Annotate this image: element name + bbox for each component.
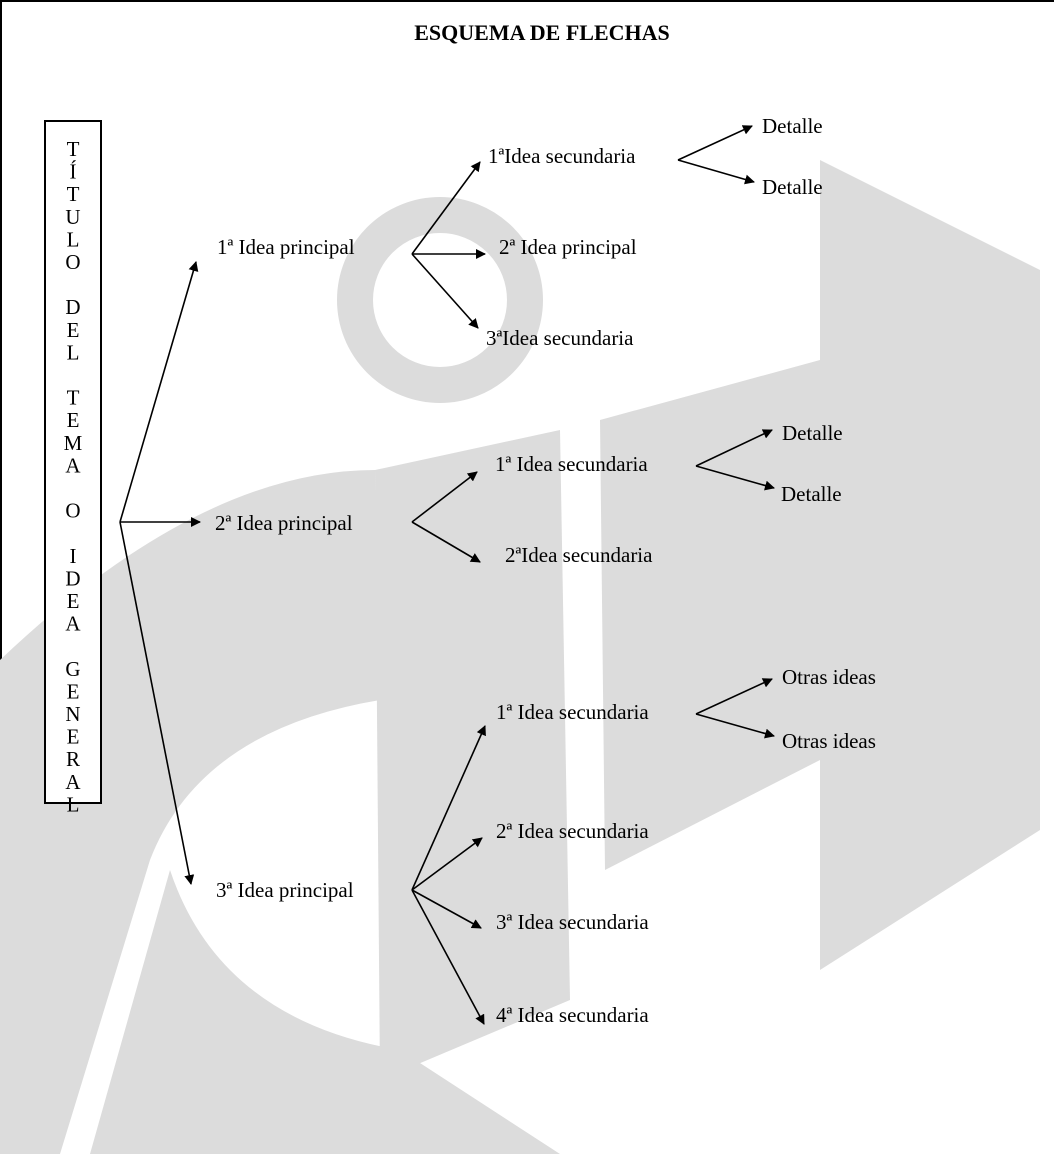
- root-title-letter: Í: [70, 160, 77, 184]
- node-p3-secondary-3: 3ª Idea secundaria: [496, 910, 649, 934]
- root-title-letter: L: [67, 340, 80, 364]
- root-title-letter: E: [67, 679, 80, 703]
- root-title-letter: L: [67, 227, 80, 251]
- arrow-root-p3: [119, 521, 195, 885]
- node-p1-secondary-1: 1ªIdea secundaria: [488, 144, 636, 168]
- root-title-letter: G: [65, 657, 80, 681]
- root-title-letter: T: [67, 386, 80, 410]
- arrow-p1s1-d1: [677, 125, 753, 161]
- node-p2-secondary-2: 2ªIdea secundaria: [505, 543, 653, 567]
- root-title-letter: A: [65, 453, 81, 477]
- arrow-root-p1: [119, 261, 199, 523]
- node-p3s1-other-1: Otras ideas: [782, 665, 876, 689]
- root-title-letter: A: [65, 612, 81, 636]
- root-title-letter: U: [65, 205, 80, 229]
- root-title-letter: O: [65, 250, 80, 274]
- arrow-p3-s4: [411, 889, 485, 1025]
- arrows: [119, 125, 775, 1025]
- arrow-p1-s1: [411, 161, 481, 255]
- arrow-p2s1-d2: [695, 465, 775, 491]
- arrow-p2-s2: [411, 521, 481, 563]
- node-p1-secondary-3: 3ªIdea secundaria: [486, 326, 634, 350]
- node-p2-secondary-1: 1ª Idea secundaria: [495, 452, 648, 476]
- node-p3s1-other-2: Otras ideas: [782, 729, 876, 753]
- root-title-letter: T: [67, 182, 80, 206]
- arrow-p2-s1: [411, 471, 478, 523]
- arrow-p3-s2: [411, 837, 483, 891]
- arrow-p2s1-d1: [695, 429, 773, 467]
- arrow-p3-s1: [411, 725, 486, 891]
- watermark-h: [600, 160, 1040, 970]
- node-principal-2: 2ª Idea principal: [215, 511, 353, 535]
- root-title-letter: E: [67, 589, 80, 613]
- root-title-letter: L: [67, 792, 80, 816]
- node-principal-3: 3ª Idea principal: [216, 878, 354, 902]
- root-title-letter: O: [65, 499, 80, 523]
- node-p2s1-detail-1: Detalle: [782, 421, 843, 445]
- root-title-letter: D: [65, 566, 80, 590]
- root-title-letter: E: [67, 725, 80, 749]
- node-p3-secondary-2: 2ª Idea secundaria: [496, 819, 649, 843]
- arrow-p1s1-d2: [677, 159, 755, 185]
- root-title-letter: I: [70, 544, 77, 568]
- root-title-letter: N: [65, 702, 80, 726]
- node-p2s1-detail-2: Detalle: [781, 482, 842, 506]
- diagram-title: ESQUEMA DE FLECHAS: [414, 20, 670, 45]
- root-title-letter: R: [66, 747, 80, 771]
- node-p3-secondary-4: 4ª Idea secundaria: [496, 1003, 649, 1027]
- arrow-p1-s3: [411, 253, 479, 329]
- node-p3-secondary-1: 1ª Idea secundaria: [496, 700, 649, 724]
- node-principal-1: 1ª Idea principal: [217, 235, 355, 259]
- root-title-letter: E: [67, 318, 80, 342]
- root-title-letter: A: [65, 770, 81, 794]
- root-title-letter: D: [65, 295, 80, 319]
- root-title-letter: E: [67, 408, 80, 432]
- root-title-letter: T: [67, 137, 80, 161]
- node-p1s1-detail-2: Detalle: [762, 175, 823, 199]
- root-title-box: [44, 120, 102, 804]
- arrow-p3s1-o2: [695, 713, 775, 739]
- arrow-p3s1-o1: [695, 678, 773, 715]
- root-title-letter: M: [64, 431, 83, 455]
- watermark-arc-lower: [90, 870, 560, 1154]
- node-p1-secondary-2: 2ª Idea principal: [499, 235, 637, 259]
- arrow-p3-s3: [411, 889, 482, 929]
- node-p1s1-detail-1: Detalle: [762, 114, 823, 138]
